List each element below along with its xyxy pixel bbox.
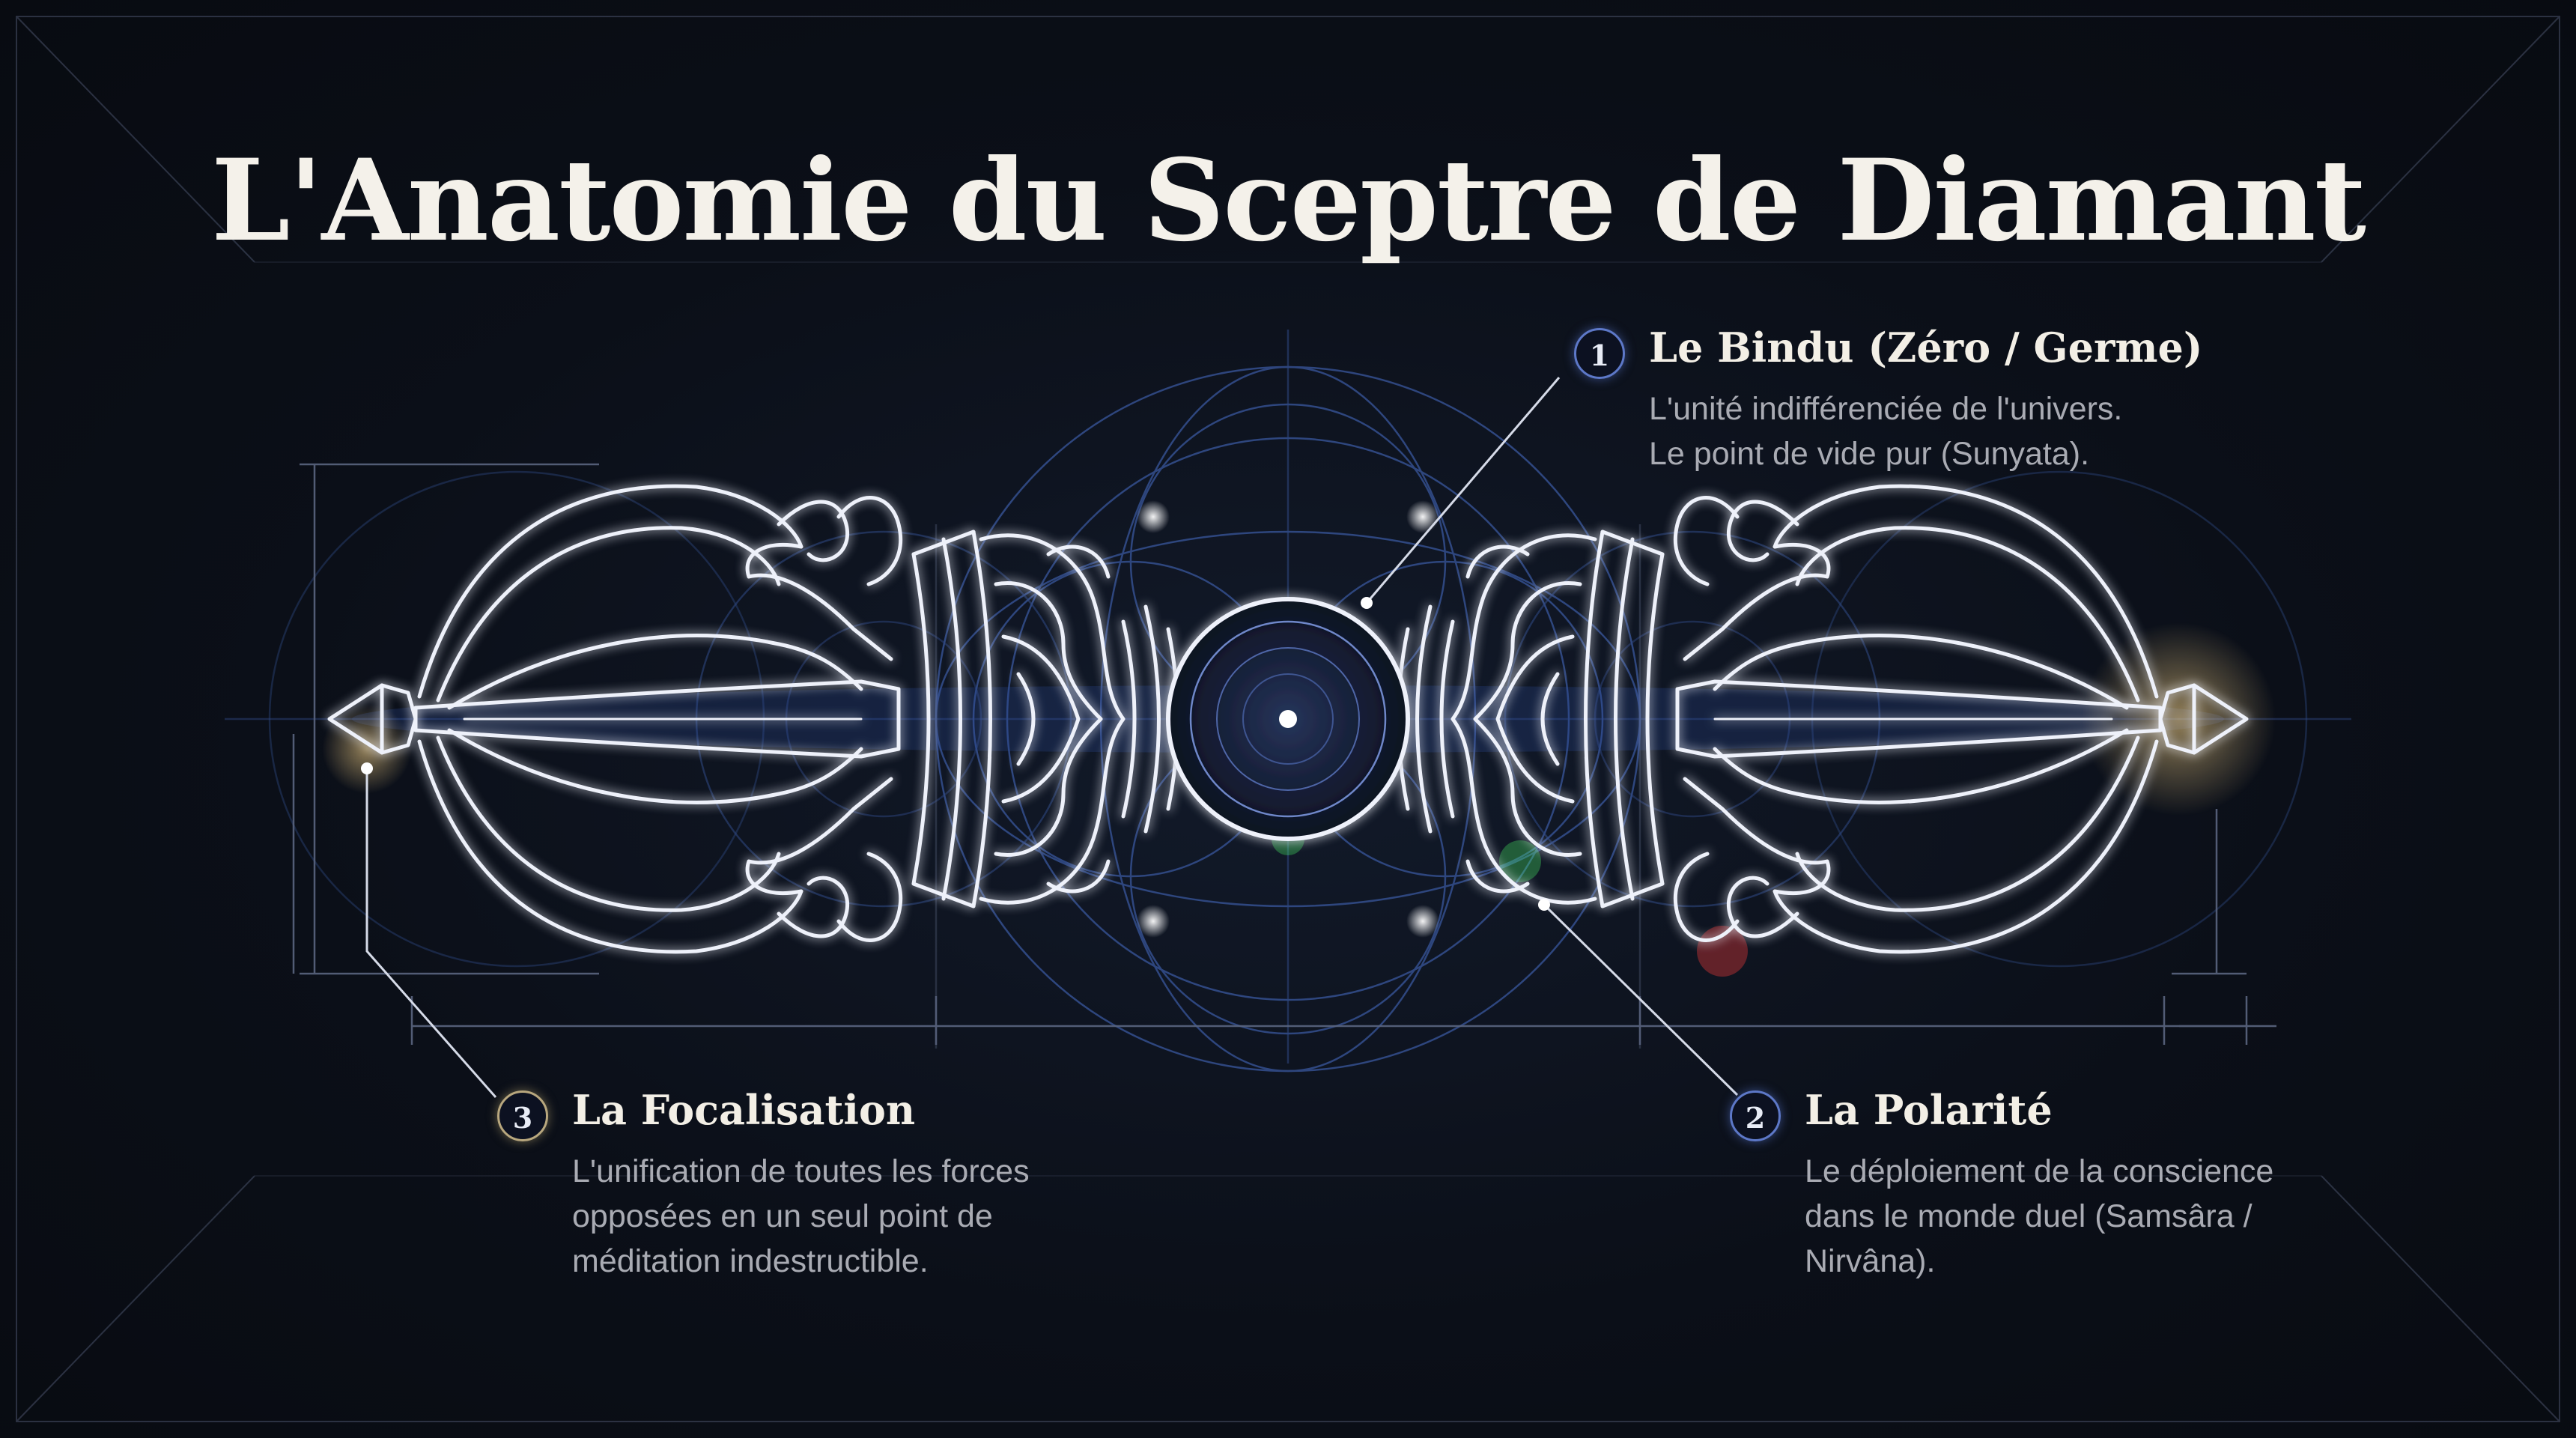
callout-description: L'unification de toutes les forces oppos… <box>572 1153 1030 1279</box>
central-sphere <box>1166 597 1410 841</box>
frame-guides <box>16 16 2560 1422</box>
callout-number-badge: 1 <box>1574 328 1625 379</box>
callout-number-badge: 2 <box>1730 1090 1781 1141</box>
dimension-lines <box>292 463 2276 1049</box>
callout-heading: La Focalisation <box>572 1086 916 1134</box>
callout-heading: La Polarité <box>1805 1086 2053 1134</box>
vajra-left-half <box>327 484 1179 954</box>
bindu-point <box>1279 710 1297 728</box>
leader-lines <box>361 377 1739 1098</box>
callout-heading: Le Bindu (Zéro / Germe) <box>1649 324 2203 371</box>
callout-description: Le déploiement de la conscience dans le … <box>1805 1153 2274 1279</box>
page-title: L'Anatomie du Sceptre de Diamant <box>211 135 2366 267</box>
callout-description: L'unité indifférenciée de l'univers. Le … <box>1649 391 2123 472</box>
callout-number-badge: 3 <box>497 1090 548 1141</box>
